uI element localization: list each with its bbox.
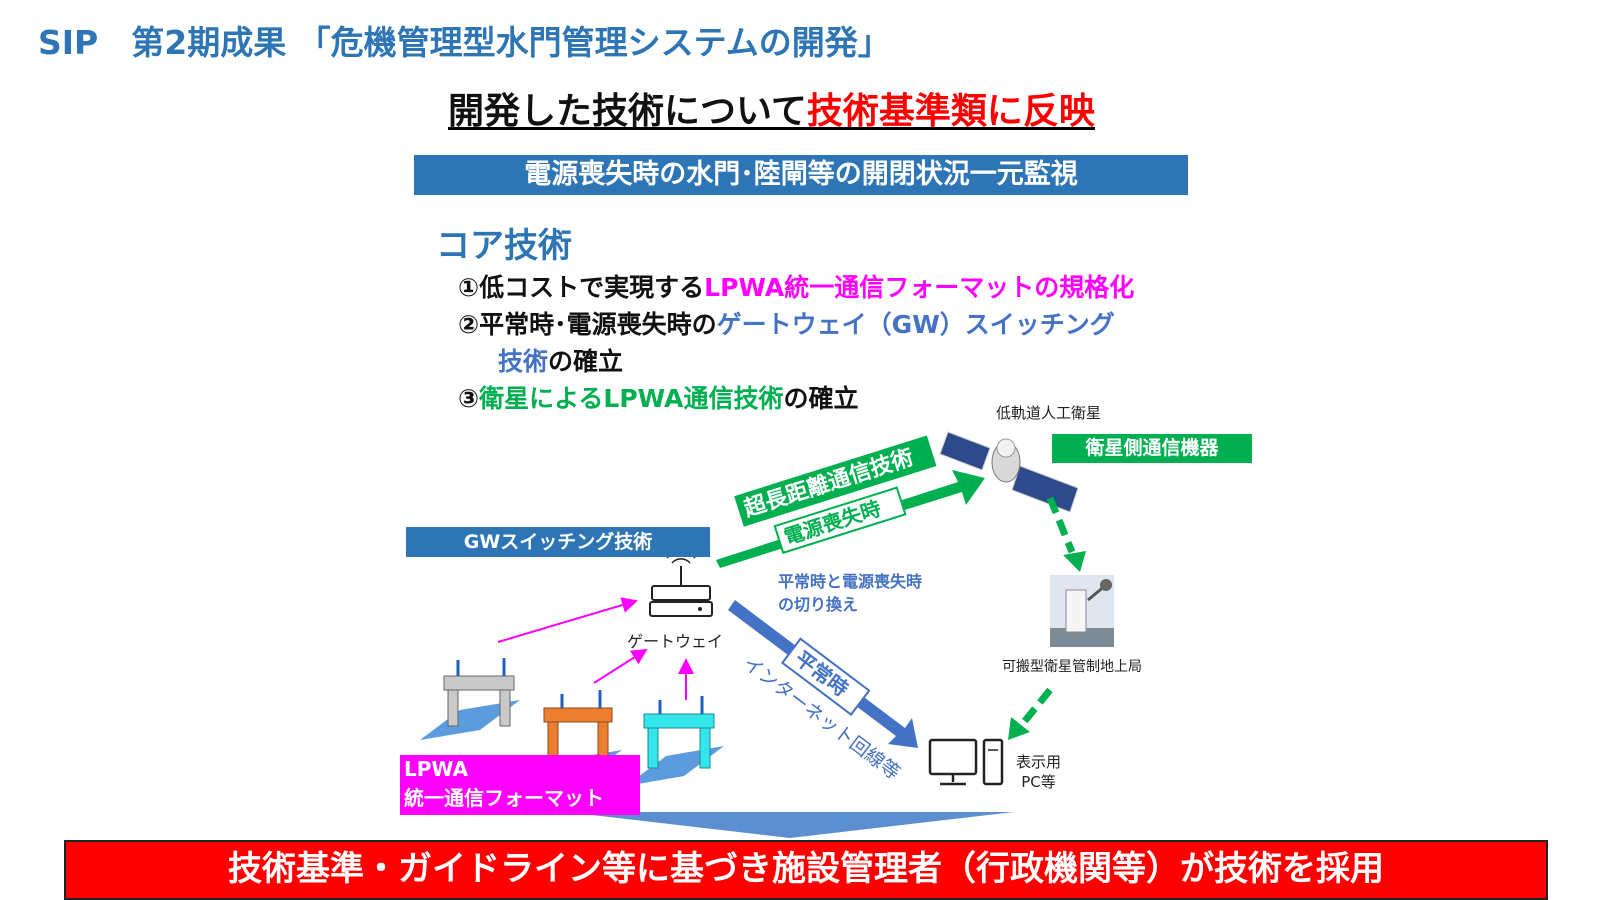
core-item-2-line2-highlight: 技術 <box>498 347 549 376</box>
core-item-3-prefix: ③ <box>458 384 480 413</box>
switch-note-line1: 平常時と電源喪失時 <box>778 572 923 591</box>
page-title: SIP 第2期成果 「危機管理型水門管理システムの開発」 <box>38 23 891 62</box>
pc-label: 表示用 PC等 <box>1016 752 1061 792</box>
water-gate-device-cyan <box>626 696 724 786</box>
core-item-3-highlight: 衛星によるLPWA通信技術 <box>479 384 784 413</box>
gw-switching-label: GWスイッチング技術 <box>406 527 710 557</box>
core-item-1-highlight: LPWA統一通信フォーマットの規格化 <box>704 273 1135 302</box>
gateway-label: ゲートウェイ <box>627 632 724 651</box>
downlink-arrow <box>1046 496 1086 572</box>
gateway-router-icon <box>649 550 713 617</box>
core-item-2-prefix: ②平常時･電源喪失時の <box>458 310 717 339</box>
lpwa-format-line1: LPWA <box>404 757 469 781</box>
lpwa-format-line2: 統一通信フォーマット <box>404 786 604 810</box>
device1-link-arrow <box>497 597 638 643</box>
core-item-2-line2-suffix: の確立 <box>548 347 624 376</box>
monitoring-banner: 電源喪失時の水門･陸閘等の開閉状況一元監視 <box>414 155 1188 195</box>
main-heading: 開発した技術について技術基準類に反映 <box>448 82 1095 134</box>
ground-station-photo <box>1050 575 1114 647</box>
core-item-1-prefix: ①低コストで実現する <box>458 273 705 302</box>
satellite-icon <box>939 431 1079 513</box>
core-item-1: ①低コストで実現するLPWA統一通信フォーマットの規格化 <box>458 268 1134 304</box>
core-item-2-highlight: ゲートウェイ（GW）スイッチング <box>716 310 1115 339</box>
main-heading-text: 開発した技術について <box>448 91 807 132</box>
satellite-equipment-label: 衛星側通信機器 <box>1052 434 1252 463</box>
ground-to-pc-arrow <box>1008 687 1053 740</box>
core-item-3: ③衛星によるLPWA通信技術の確立 <box>458 379 859 415</box>
ground-station-label: 可搬型衛星管制地上局 <box>1002 659 1142 675</box>
main-heading-highlight: 技術基準類に反映 <box>806 91 1095 132</box>
water-gate-device-gray <box>420 658 520 740</box>
switch-note: 平常時と電源喪失時 の切り換え <box>778 570 922 616</box>
core-item-3-suffix: の確立 <box>783 384 859 413</box>
lpwa-format-label: LPWA 統一通信フォーマット <box>400 755 640 815</box>
pc-label-line1: 表示用 <box>1016 753 1062 771</box>
display-pc-icon <box>928 738 1004 786</box>
pc-label-line2: PC等 <box>1021 773 1056 791</box>
device2-link-arrow <box>593 648 648 684</box>
satellite-label: 低軌道人工衛星 <box>996 404 1102 422</box>
switch-note-line2: の切り換え <box>778 595 859 614</box>
adoption-banner: 技術基準・ガイドライン等に基づき施設管理者（行政機関等）が技術を採用 <box>64 840 1548 900</box>
core-item-2: ②平常時･電源喪失時のゲートウェイ（GW）スイッチング <box>458 305 1115 341</box>
core-heading: コア技術 <box>436 226 572 266</box>
core-item-2-line2: 技術の確立 <box>498 342 623 378</box>
bottom-funnel <box>566 812 1014 838</box>
